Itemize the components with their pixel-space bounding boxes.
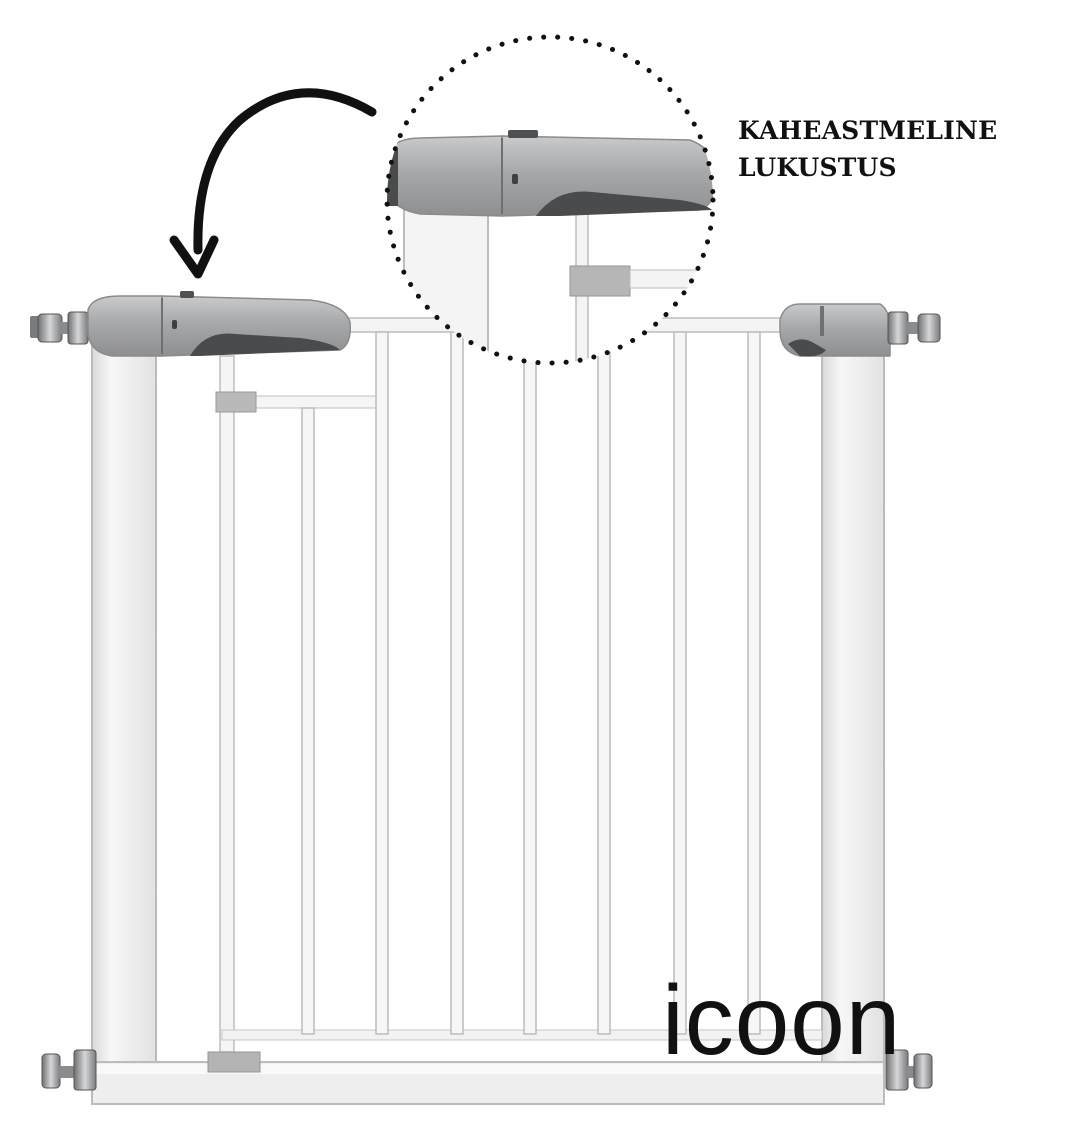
- left-post: [91, 344, 157, 1064]
- bottom-left-knob: [41, 1049, 97, 1091]
- curved-arrow-icon: [169, 88, 377, 279]
- gate-bars: [301, 331, 761, 1035]
- callout-line-1: KAHEASTMELINE: [738, 116, 998, 145]
- zoom-callout: [384, 34, 716, 366]
- callout-label: KAHEASTMELINE LUKUSTUS: [738, 112, 1038, 186]
- brand-logo: icoon: [662, 965, 902, 1075]
- callout-line-2: LUKUSTUS: [738, 153, 897, 182]
- right-post: [821, 349, 885, 1064]
- gate-door: [207, 355, 823, 1073]
- right-hinge: [779, 303, 941, 357]
- bottom-right-knob: [885, 1049, 933, 1091]
- left-lock-handle: [30, 291, 352, 357]
